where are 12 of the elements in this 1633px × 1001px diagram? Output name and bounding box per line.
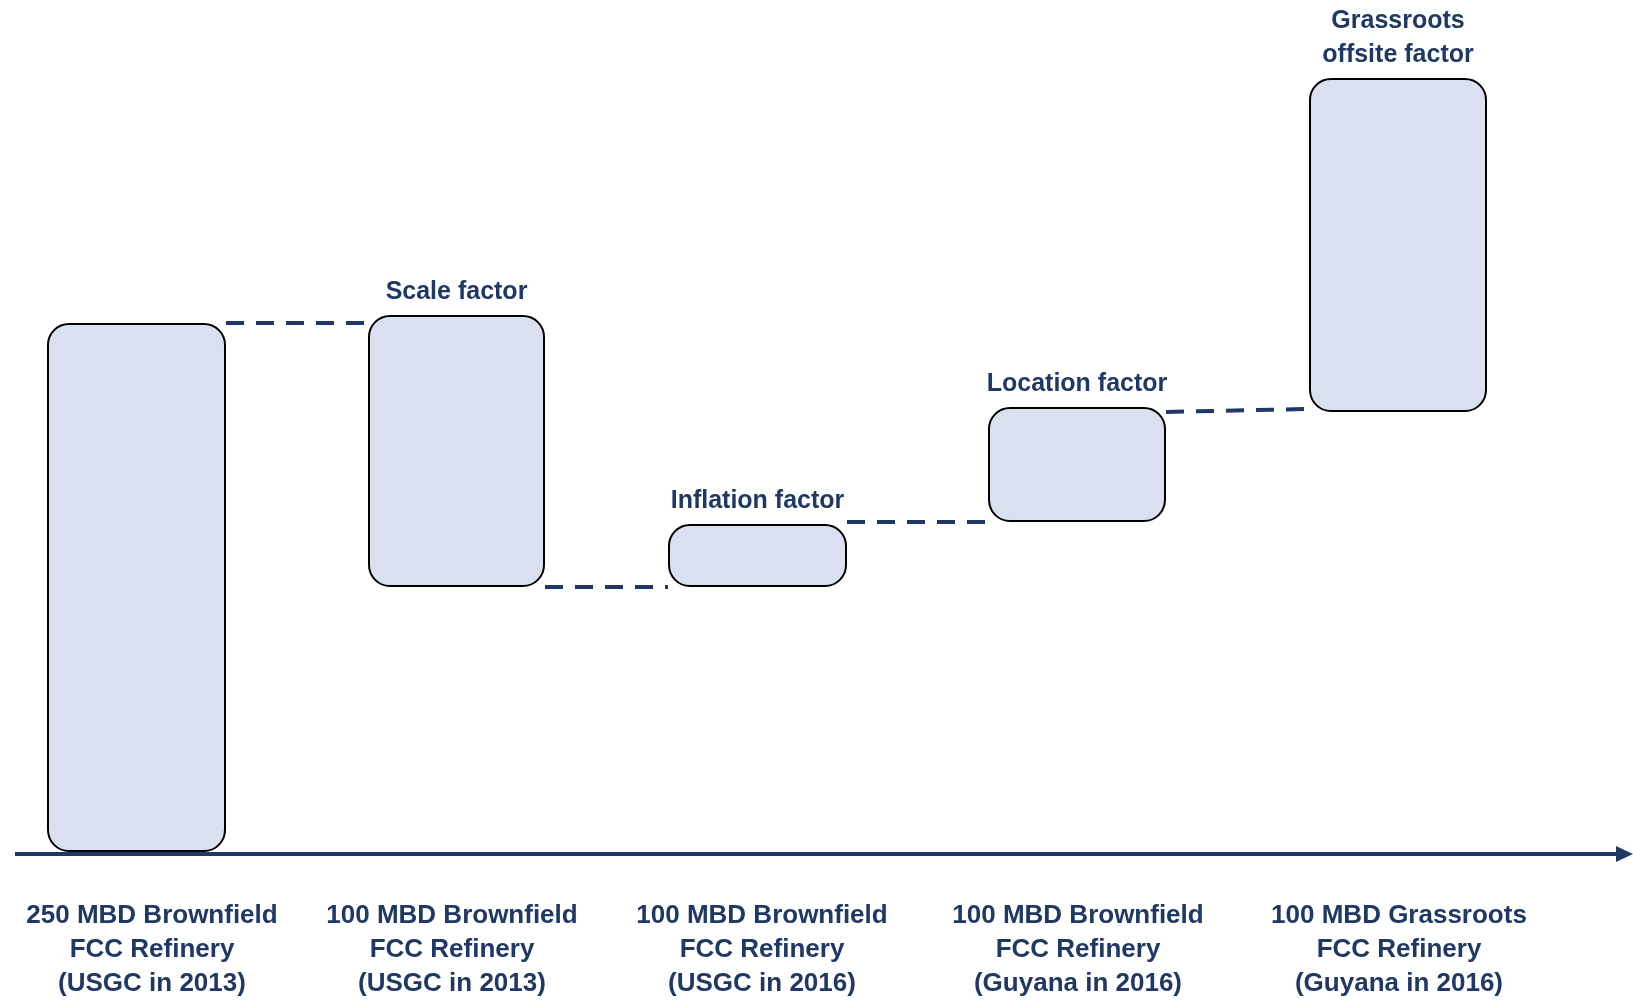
factor-label: Grassroots offsite factor — [1321, 4, 1475, 69]
factor-label: Scale factor — [384, 275, 529, 306]
dashed-connector — [545, 585, 668, 589]
category-label: 100 MBD Brownfield FCC Refinery (USGC in 2013) — [325, 898, 579, 999]
factor-label: Location factor — [985, 367, 1169, 398]
factor-label: Inflation factor — [669, 484, 846, 515]
dashed-connector — [847, 520, 988, 524]
category-label: 100 MBD Brownfield FCC Refinery (Guyana in 2016) — [951, 898, 1205, 999]
category-label: 100 MBD Grassroots FCC Refinery (Guyana in 2016) — [1270, 898, 1528, 999]
category-label: 100 MBD Brownfield FCC Refinery (USGC in 2016) — [635, 898, 889, 999]
category-label: 250 MBD Brownfield FCC Refinery (USGC in 2013) — [25, 898, 279, 999]
bar-box — [47, 323, 226, 852]
